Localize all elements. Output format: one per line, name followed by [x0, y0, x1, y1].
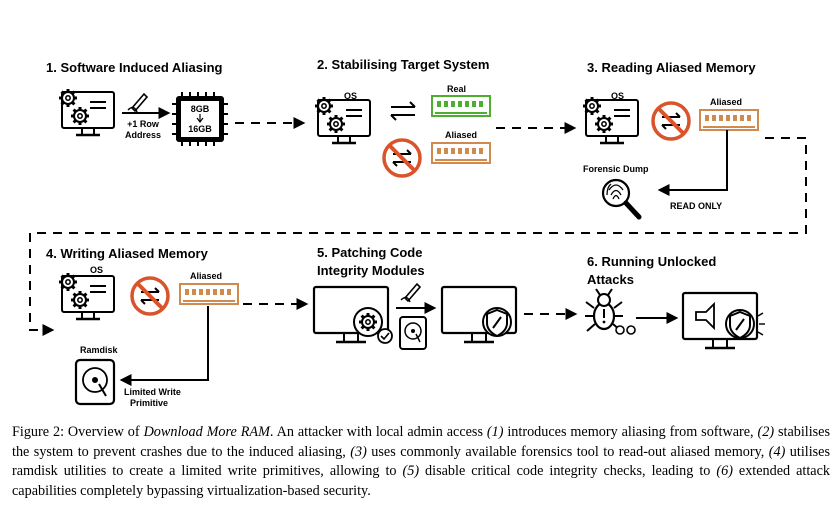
ramdisk-icon: [74, 358, 116, 406]
step2-no-swap-icon: [382, 138, 422, 178]
fingerprint-magnifier-icon: [601, 178, 642, 220]
row-address-label-2: Address: [125, 130, 161, 140]
real-ram-icon: [431, 95, 491, 117]
step4-os-label: OS: [90, 265, 103, 275]
step3-title: 3. Reading Aliased Memory: [587, 60, 756, 75]
forensic-dump-label: Forensic Dump: [583, 164, 649, 174]
step4-aliased-label: Aliased: [190, 271, 222, 281]
figure-caption: Figure 2: Overview of Download More RAM.…: [12, 424, 831, 499]
step4-no-swap-icon: [130, 276, 170, 316]
overview-diagram: 1. Software Induced Aliasing 2. Stabilis…: [29, 57, 807, 408]
step5-title-line1: 5. Patching Code: [317, 245, 422, 260]
step6-title-line2: Attacks: [587, 272, 634, 287]
swap-arrows-icon: [390, 101, 416, 121]
row-address-label-1: +1 Row: [127, 119, 160, 129]
step2-computer-icon: [315, 97, 370, 143]
step1-pen-icon: [127, 93, 148, 113]
step2-os-label: OS: [344, 91, 357, 101]
step6-title-line1: 6. Running Unlocked: [587, 254, 716, 269]
step4-aliased-ram-icon: [179, 283, 239, 305]
step2-title: 2. Stabilising Target System: [317, 57, 489, 72]
step6-monitor-shield-icon: [681, 291, 765, 350]
connector-3-4: [29, 137, 807, 336]
step3-no-swap-icon: [651, 101, 691, 141]
step5-title-line2: Integrity Modules: [317, 263, 425, 278]
step4-computer-icon: [59, 273, 114, 319]
step1-title: 1. Software Induced Aliasing: [46, 60, 223, 75]
step5-monitor-gear-icon: [312, 285, 393, 344]
chip-8gb-label: 8GB: [191, 104, 210, 114]
limited-write-arrow: [119, 306, 209, 386]
limited-write-label-2: Primitive: [130, 398, 168, 408]
real-label: Real: [447, 84, 466, 94]
step5-disk-icon: [399, 316, 427, 350]
chip-16gb-label: 16GB: [188, 124, 212, 134]
step3-computer-icon: [583, 97, 638, 143]
limited-write-label-1: Limited Write: [124, 387, 181, 397]
step4-title: 4. Writing Aliased Memory: [46, 246, 209, 261]
step5-monitor-shield-icon: [440, 285, 518, 344]
step3-aliased-label: Aliased: [710, 97, 742, 107]
ramdisk-label: Ramdisk: [80, 345, 119, 355]
read-only-arrow: [657, 130, 728, 196]
step2-aliased-label: Aliased: [445, 130, 477, 140]
step2-aliased-ram-icon: [431, 142, 491, 164]
step5-pen-icon: [400, 283, 421, 303]
step1-computer-icon: [59, 89, 114, 135]
bug-virus-icon: [585, 288, 636, 335]
step3-aliased-ram-icon: [699, 109, 759, 131]
read-only-label: READ ONLY: [670, 201, 722, 211]
memory-chip-icon: [172, 92, 228, 146]
step3-os-label: OS: [611, 91, 624, 101]
